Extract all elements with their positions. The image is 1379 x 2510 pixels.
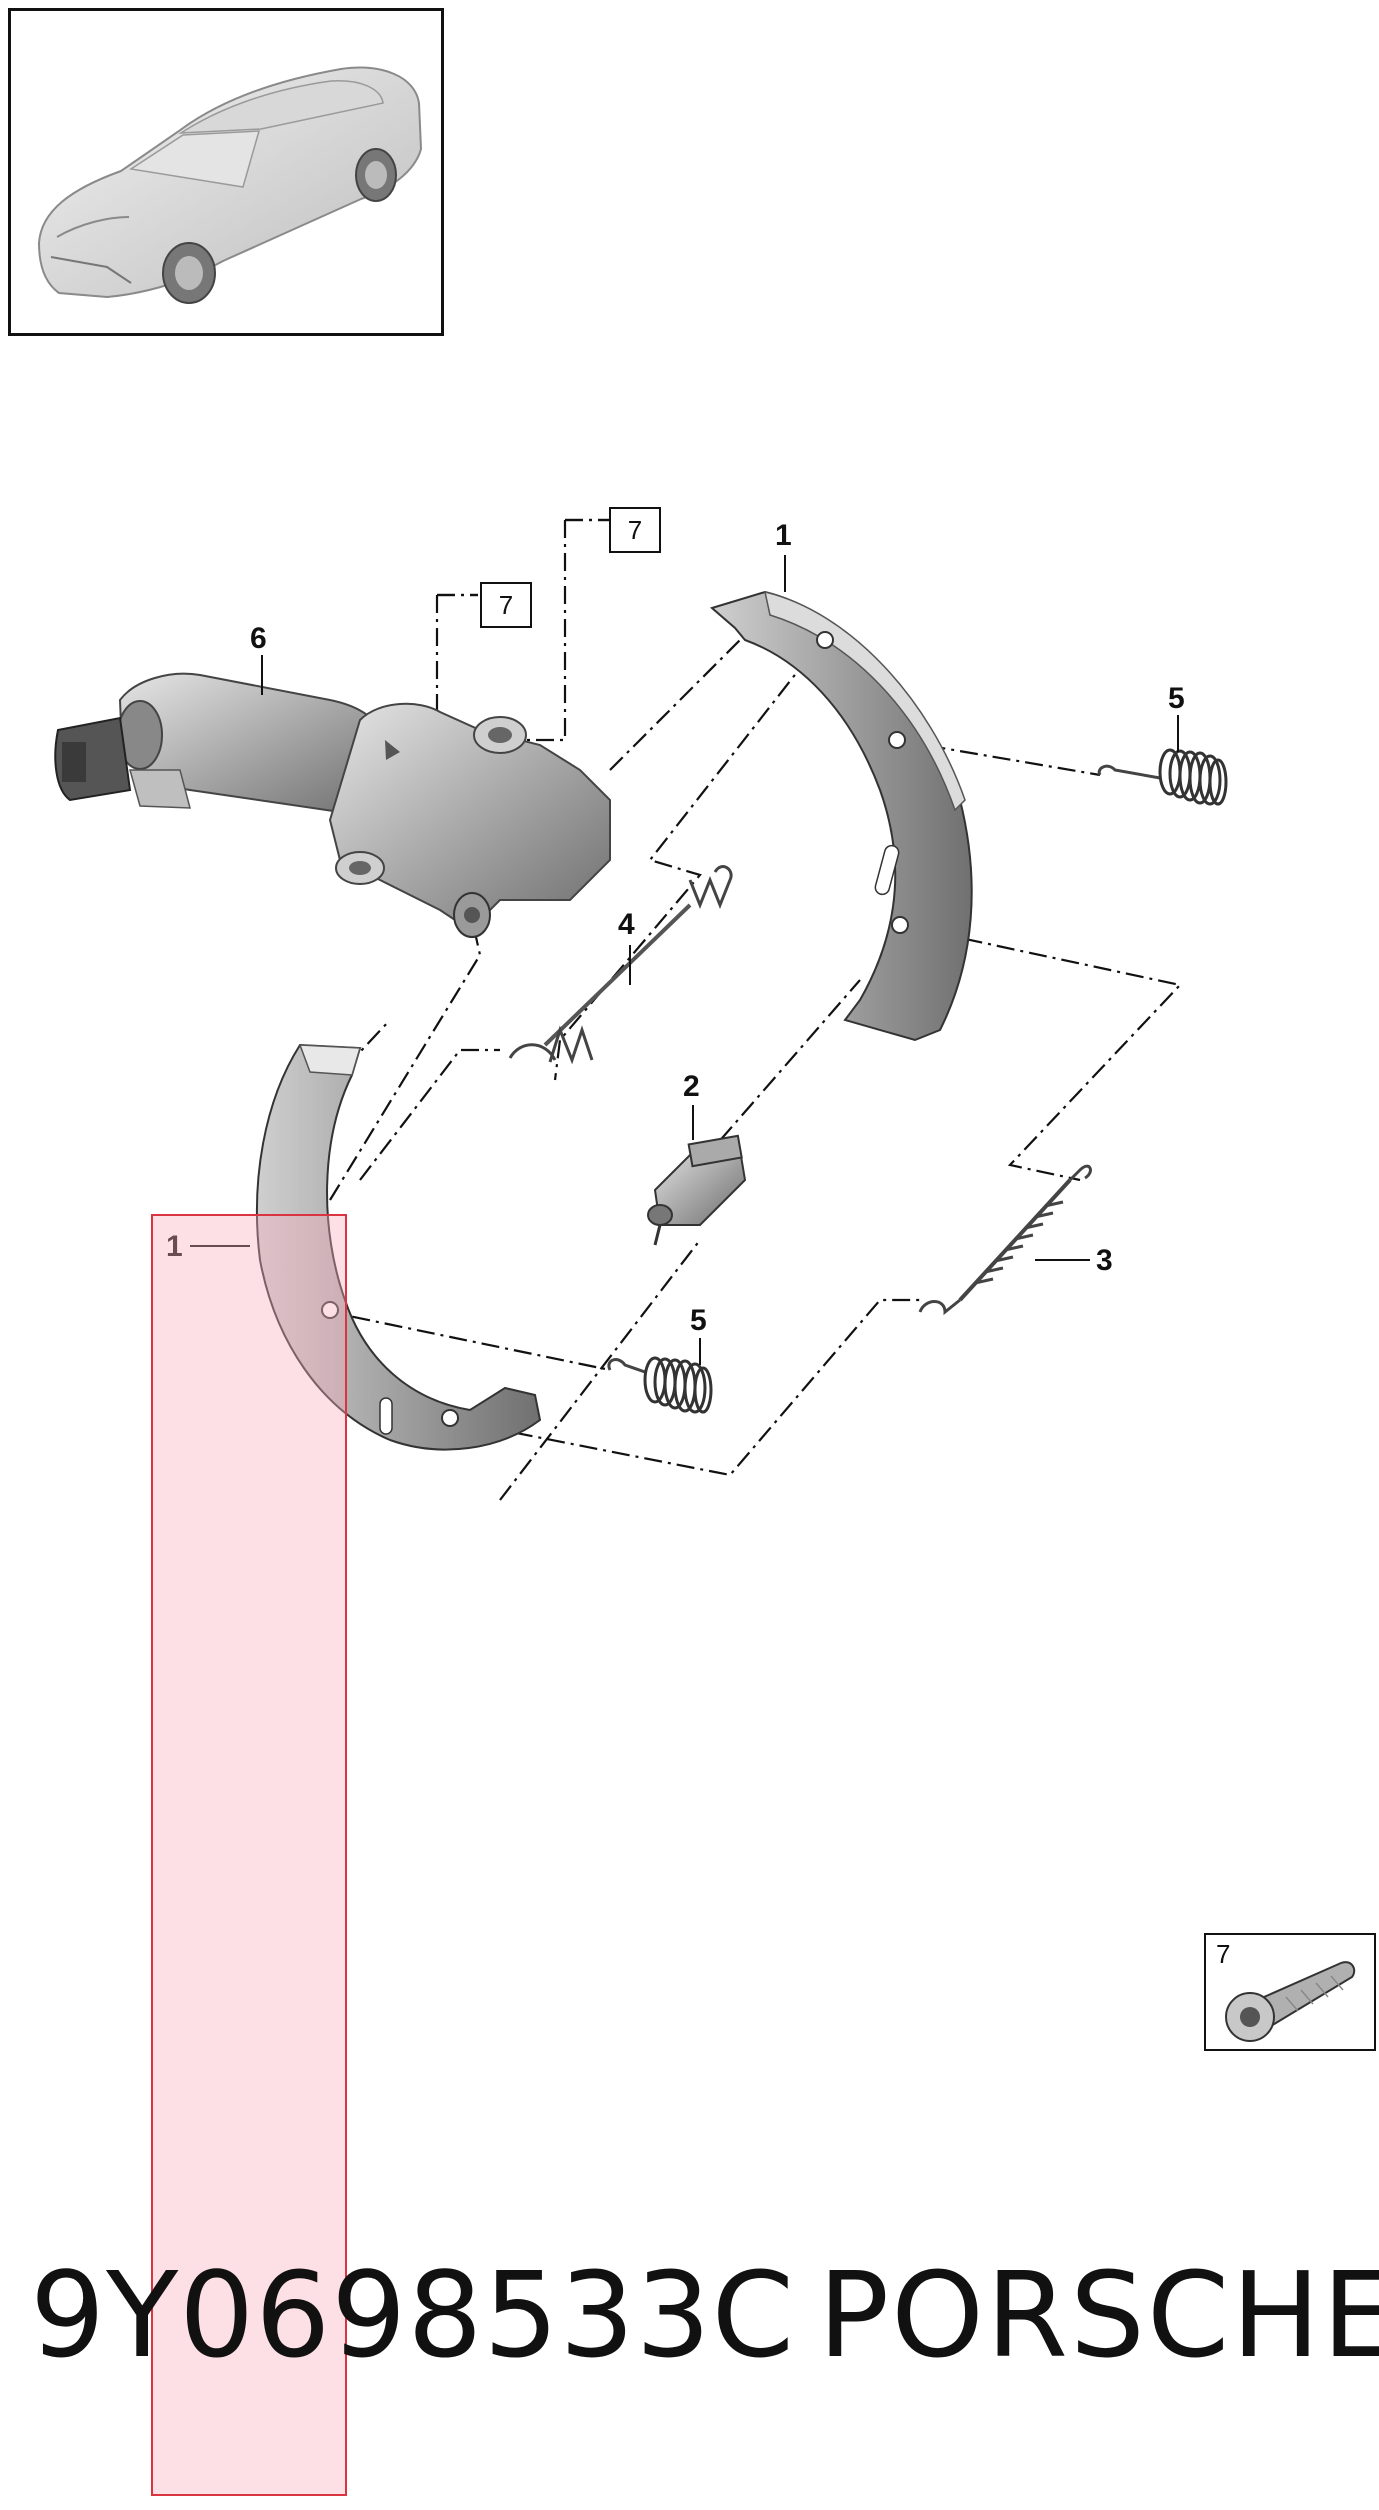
callout-5-lower: 5 [690,1304,707,1337]
hold-down-spring-upper [1097,748,1228,806]
callout-4: 4 [618,908,635,941]
hold-down-spring-lower [607,1356,713,1414]
footer: 9Y0698533C PORSCHE [0,2245,1379,2385]
callout-5-upper: 5 [1168,682,1185,715]
brake-shoe-lower [255,1043,542,1451]
bolt-ref-leaders [437,518,610,597]
highlight-region [151,1214,347,2496]
bolt-ref-box-lower: 7 [480,582,532,628]
connecting-spring [508,865,733,1065]
callout-1-upper: 1 [775,519,792,552]
brand-name: PORSCHE [818,2246,1379,2384]
adjuster [647,1134,747,1246]
brake-shoe-upper [709,590,973,1042]
car-thumbnail-icon [37,66,423,304]
callout-leaders [190,555,1179,1365]
callout-6: 6 [250,622,267,655]
bolt-inset: 7 [1204,1933,1376,2051]
part-number: 9Y0698533C [30,2246,796,2384]
return-spring [918,1164,1092,1316]
assembly-lines [319,518,1183,1501]
inset-label: 7 [1216,1939,1231,1969]
bolt-ref-box-upper: 7 [609,507,661,553]
vehicle-thumbnail [8,8,444,336]
callout-3: 3 [1096,1244,1113,1277]
callout-2: 2 [683,1070,700,1103]
callout-1-lower: 1 [166,1230,183,1263]
parking-brake-actuator [54,672,611,938]
torx-bolt-icon [1225,1961,1356,2042]
